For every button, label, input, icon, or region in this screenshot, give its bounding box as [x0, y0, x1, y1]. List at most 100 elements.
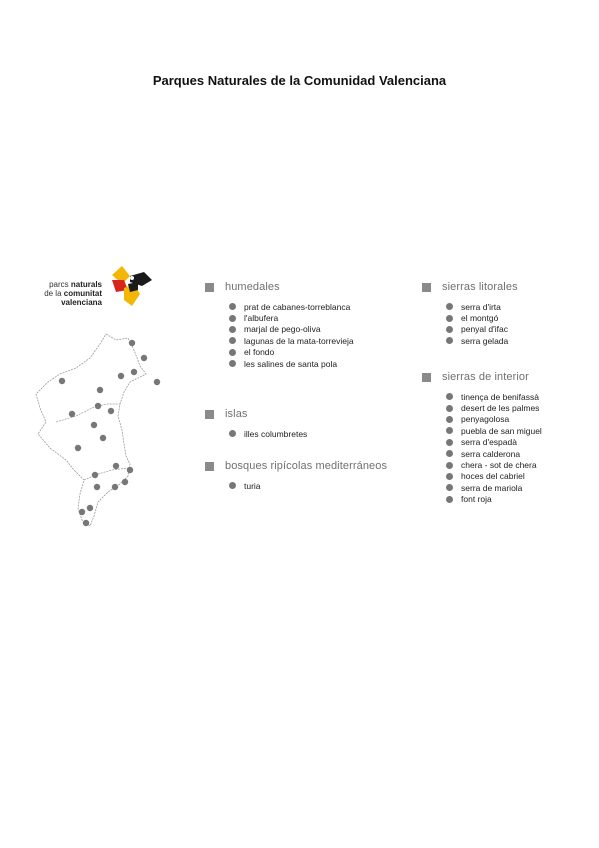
logo-text-2a: de la [44, 289, 64, 298]
bullet-dot-icon [446, 404, 453, 412]
bullet-dot-icon [446, 461, 453, 469]
map-park-dot [96, 386, 104, 394]
park-item: serra d'irta [446, 301, 518, 312]
park-item: hoces del cabriel [446, 471, 542, 482]
park-item: desert de les palmes [446, 402, 542, 413]
section-bullet-icon [205, 409, 214, 419]
park-item: illes columbretes [229, 428, 307, 439]
section-title: sierras litorales [442, 281, 518, 293]
section-title: islas [225, 408, 248, 420]
bullet-dot-icon [446, 303, 453, 311]
section-title: humedales [225, 281, 280, 293]
bullet-dot-icon [229, 314, 236, 322]
park-name: l'albufera [244, 313, 279, 324]
park-name: el fondo [244, 347, 275, 358]
bullet-dot-icon [229, 337, 236, 345]
map-park-dot [140, 354, 148, 362]
map-park-dot [111, 483, 119, 491]
park-name: lagunas de la mata-torrevieja [244, 335, 354, 346]
park-item: puebla de san miguel [446, 425, 542, 436]
page-title: Parques Naturales de la Comunidad Valenc… [152, 73, 447, 88]
park-item: les salines de santa pola [229, 358, 354, 369]
map-outline [35, 333, 147, 527]
logo-text-1b: naturals [70, 280, 102, 289]
section-title: sierras de interior [442, 371, 529, 383]
park-name: serra gelada [461, 335, 509, 346]
park-name: desert de les palmes [461, 403, 540, 414]
map-park-dot [90, 421, 98, 429]
park-item: chera - sot de chera [446, 459, 542, 470]
section-sierras-interior: sierras de interior tinença de benifassà… [422, 370, 542, 505]
map-park-dot [128, 339, 136, 347]
bullet-dot-icon [229, 430, 236, 438]
park-item: l'albufera [229, 312, 354, 323]
bullet-dot-icon [446, 427, 453, 435]
park-name: tinença de benifassà [461, 391, 539, 402]
park-name: turia [244, 480, 261, 491]
section-bosques-ripicolas: bosques ripícolas mediterráneos turia [205, 459, 387, 491]
park-name: serra de mariola [461, 482, 523, 493]
bullet-dot-icon [446, 495, 453, 503]
map-province-border-south [83, 467, 129, 481]
map-park-dot [78, 508, 86, 516]
bullet-dot-icon [229, 348, 236, 356]
park-name: el montgó [461, 313, 499, 324]
bullet-dot-icon [446, 450, 453, 458]
bird-logo-icon [112, 266, 152, 306]
map-park-dot [130, 368, 138, 376]
map-park-dot [58, 377, 66, 385]
park-list: illes columbretes [205, 428, 307, 439]
map-park-dot [82, 519, 90, 527]
section-islas: islas illes columbretes [205, 407, 307, 439]
bullet-dot-icon [446, 337, 453, 345]
map-park-dot [94, 402, 102, 410]
park-name: font roja [461, 494, 492, 505]
park-name: marjal de pego-oliva [244, 324, 321, 335]
map-park-dot [99, 434, 107, 442]
logo: parcs naturals de la comunitat valencian… [28, 262, 158, 312]
region-map [35, 333, 161, 527]
section-bullet-icon [205, 282, 214, 292]
logo-text-2b: comunitat [63, 289, 102, 298]
bullet-dot-icon [446, 484, 453, 492]
park-name: serra d'espadà [461, 437, 517, 448]
park-name: penyagolosa [461, 414, 510, 425]
map-park-dot [91, 471, 99, 479]
logo-text-1a: parcs [49, 280, 71, 289]
bullet-dot-icon [446, 438, 453, 446]
park-name: puebla de san miguel [461, 425, 542, 436]
bullet-dot-icon [446, 415, 453, 423]
map-province-border-north [55, 403, 120, 423]
park-item: serra de mariola [446, 482, 542, 493]
section-bullet-icon [422, 372, 431, 382]
section-title: bosques ripícolas mediterráneos [225, 460, 388, 472]
bullet-dot-icon [229, 360, 236, 368]
park-item: lagunas de la mata-torrevieja [229, 335, 354, 346]
park-item: penyal d'ifac [446, 324, 518, 335]
park-item: font roja [446, 494, 542, 505]
park-name: les salines de santa pola [244, 358, 338, 369]
park-name: penyal d'ifac [461, 324, 508, 335]
park-name: chera - sot de chera [461, 460, 537, 471]
map-park-dot [107, 407, 115, 415]
bullet-dot-icon [446, 472, 453, 480]
map-park-dot [68, 410, 76, 418]
map-park-dot [117, 372, 125, 380]
park-item: serra d'espadà [446, 437, 542, 448]
map-park-dot [153, 378, 161, 386]
park-name: illes columbretes [244, 428, 308, 439]
bullet-dot-icon [229, 325, 236, 333]
logo-text-3: valenciana [61, 298, 102, 307]
park-item: tinença de benifassà [446, 391, 542, 402]
bullet-dot-icon [229, 482, 236, 490]
map-park-dot [86, 504, 94, 512]
map-park-dot [74, 444, 82, 452]
logo-wordmark: parcs naturals de la comunitat valencian… [28, 280, 102, 307]
park-item: serra calderona [446, 448, 542, 459]
park-item: el montgó [446, 312, 518, 323]
park-name: serra d'irta [461, 301, 501, 312]
